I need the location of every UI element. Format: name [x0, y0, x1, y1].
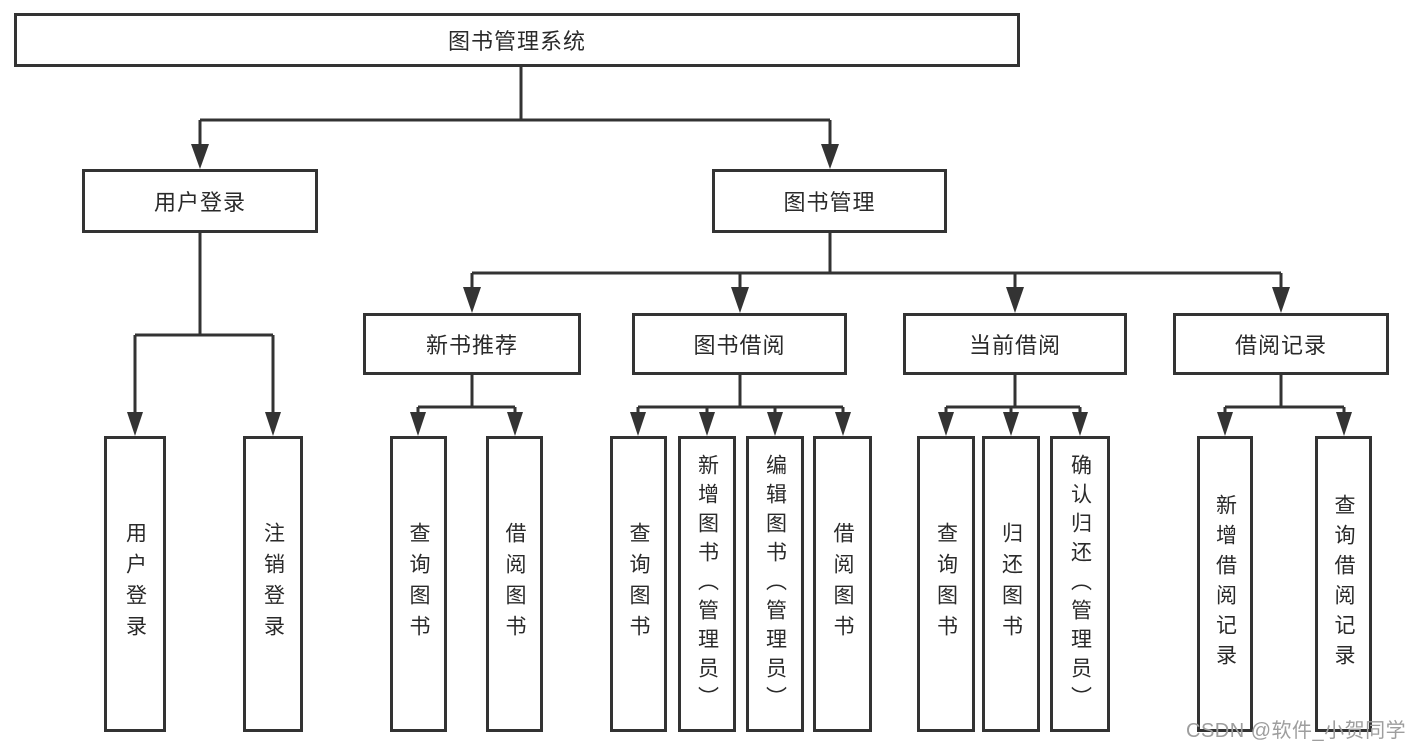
leaf-add-borrow-record: 新增借阅记录: [1197, 436, 1253, 732]
arrow-down-icon: [127, 412, 143, 436]
leaf-add-books-admin: 新增图书（管理员）: [678, 436, 736, 732]
connector-new-book-recommendation: [410, 375, 523, 436]
arrow-down-icon: [938, 412, 954, 436]
leaf-user-login: 用户登录: [104, 436, 166, 732]
node-user-login: 用户登录: [82, 169, 318, 233]
arrow-down-icon: [1003, 412, 1019, 436]
arrow-down-icon: [507, 412, 523, 436]
connector-book-borrowing: [630, 375, 851, 436]
connector-borrowing-records: [1217, 375, 1352, 436]
node-book-management: 图书管理: [712, 169, 947, 233]
leaf-borrow-books-borrowing: 借阅图书: [813, 436, 872, 732]
leaf-edit-books-admin: 编辑图书（管理员）: [746, 436, 804, 732]
node-book-management-system: 图书管理系统: [14, 13, 1020, 67]
arrow-down-icon: [821, 144, 839, 169]
csdn-watermark: CSDN @软件_小贺同学: [1186, 720, 1405, 742]
arrow-down-icon: [191, 144, 209, 169]
arrow-down-icon: [410, 412, 426, 436]
arrow-down-icon: [731, 287, 749, 313]
arrow-down-icon: [1006, 287, 1024, 313]
connector-book-management: [463, 233, 1290, 313]
arrow-down-icon: [835, 412, 851, 436]
arrow-down-icon: [265, 412, 281, 436]
connector-root: [191, 67, 839, 169]
arrow-down-icon: [1336, 412, 1352, 436]
leaf-query-books-recommend: 查询图书: [390, 436, 447, 732]
leaf-query-books-current: 查询图书: [917, 436, 975, 732]
arrow-down-icon: [1272, 287, 1290, 313]
leaf-return-books: 归还图书: [982, 436, 1040, 732]
arrow-down-icon: [463, 287, 481, 313]
connector-current-borrowing: [938, 375, 1088, 436]
connector-user-login: [127, 233, 281, 436]
arrow-down-icon: [699, 412, 715, 436]
leaf-logout: 注销登录: [243, 436, 303, 732]
leaf-query-books-borrowing: 查询图书: [610, 436, 667, 732]
arrow-down-icon: [1217, 412, 1233, 436]
node-borrowing-records: 借阅记录: [1173, 313, 1389, 375]
leaf-query-borrow-record: 查询借阅记录: [1315, 436, 1372, 732]
node-new-book-recommendation: 新书推荐: [363, 313, 581, 375]
leaf-confirm-return-admin: 确认归还（管理员）: [1050, 436, 1110, 732]
node-book-borrowing: 图书借阅: [632, 313, 847, 375]
leaf-borrow-books-recommend: 借阅图书: [486, 436, 543, 732]
arrow-down-icon: [630, 412, 646, 436]
arrow-down-icon: [767, 412, 783, 436]
arrow-down-icon: [1072, 412, 1088, 436]
node-current-borrowing: 当前借阅: [903, 313, 1127, 375]
